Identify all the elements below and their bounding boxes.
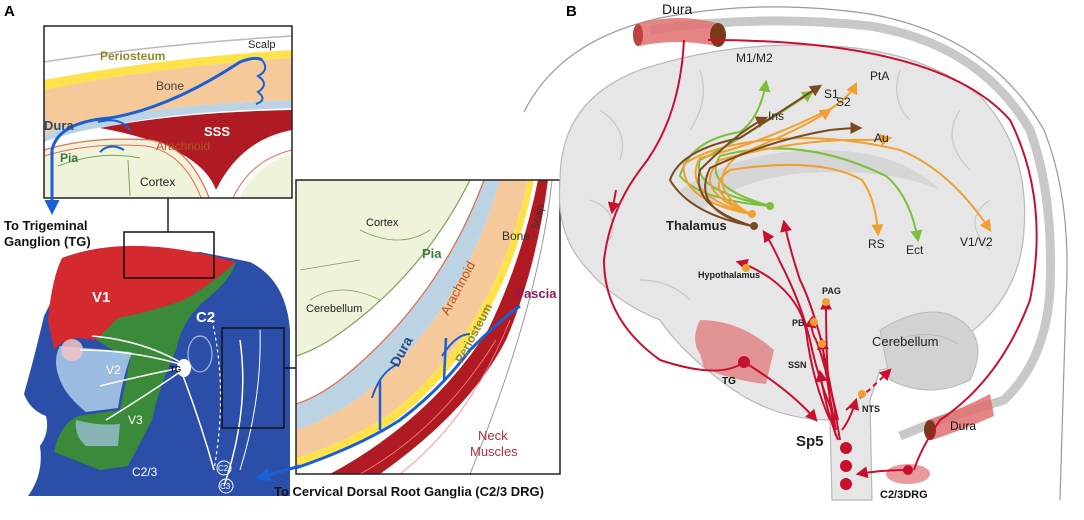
tg-ganglion-head [177, 359, 191, 377]
zoom-box-neck [221, 327, 285, 429]
label-fascia: Fascia [516, 286, 557, 301]
corpus-callosum [680, 150, 940, 210]
label-pia-right: Pia [422, 246, 442, 261]
label-s1: S1 [824, 87, 839, 101]
label-ect: Ect [906, 243, 924, 257]
label-rs: RS [868, 237, 885, 251]
mandible-bone [75, 420, 120, 446]
arrow-to-drg-caption [255, 464, 301, 482]
drg-caption: To Cervical Dorsal Root Ganglia (C2/3 DR… [274, 484, 544, 499]
label-neck-muscles-2: Muscles [470, 444, 518, 459]
label-ssn: SSN [788, 360, 807, 370]
zoom-box-vertex [123, 231, 215, 279]
skull-outline [523, 6, 1068, 501]
label-tg-b: TG [722, 376, 736, 387]
label-pb: PB [792, 318, 805, 328]
dura-sinus-top: Dura [633, 1, 726, 47]
c3-root [218, 478, 234, 494]
label-bone-right: Bone [502, 229, 530, 243]
trigeminovascular-pathways [602, 39, 1038, 479]
label-ins: Ins [768, 109, 784, 123]
label-c3-root: C3 [220, 482, 231, 491]
thalamocortical-brown [668, 84, 863, 227]
label-scalp-top: Scalp [248, 39, 276, 51]
sp5-dot-3 [840, 478, 852, 490]
label-dura-bottom-b: Dura [950, 419, 976, 433]
label-v3: V3 [128, 413, 143, 427]
panel-b-letter: B [566, 3, 577, 20]
ear [187, 335, 213, 373]
label-m1m2: M1/M2 [736, 51, 773, 65]
label-v2: V2 [106, 363, 121, 377]
label-c2-root: C2 [218, 464, 229, 473]
label-pta: PtA [870, 69, 889, 83]
label-sss: SSS [204, 124, 230, 139]
inset-top-meninges: Scalp Periosteum Bone Dura SSS Pia Arach… [43, 25, 293, 199]
thalamus-dot-orange [748, 210, 756, 218]
pb-dot [810, 318, 818, 326]
sp5-dot-1 [840, 442, 852, 454]
label-pia-top: Pia [60, 151, 78, 165]
v2-v3-region [54, 262, 236, 470]
label-sp5: Sp5 [796, 433, 824, 450]
hypothalamus-dot [742, 264, 750, 272]
neck-muscles [330, 180, 548, 474]
tg-caption-line2: Ganglion (TG) [4, 234, 91, 249]
label-periosteum-top: Periosteum [100, 49, 165, 63]
maxilla-bone [56, 346, 132, 412]
thalamus-dot-brown [750, 222, 758, 230]
label-cerebellum-right: Cerebellum [306, 303, 362, 315]
thalamocortical-orange [682, 81, 992, 237]
brain-sagittal [558, 44, 1026, 501]
v1-region [48, 245, 236, 350]
thalamus-dot-green [766, 202, 774, 210]
panel-a-letter: A [4, 3, 15, 20]
label-thalamus: Thalamus [666, 218, 727, 233]
inset-right-meninges: Cortex Pia Arachnoid Bone Scalp Cerebell… [295, 179, 561, 475]
label-tg-head: TG [170, 365, 181, 374]
label-arachnoid-top: Arachnoid [156, 139, 210, 153]
label-hypothalamus: Hypothalamus [698, 270, 760, 280]
pag-dot [822, 298, 830, 306]
label-c23: C2/3 [132, 465, 158, 479]
drg-ganglion-b: C2/3DRG [880, 464, 930, 501]
dura-layer [649, 16, 1056, 441]
ssn-dot [818, 340, 826, 348]
label-au: Au [874, 131, 889, 145]
label-nts: NTS [862, 404, 880, 414]
nts-dot [858, 390, 866, 398]
cerebellum [879, 311, 979, 391]
eye-orbit [61, 339, 83, 361]
label-bone-top: Bone [156, 79, 184, 93]
label-cerebellum-b: Cerebellum [872, 334, 938, 349]
label-v1: V1 [92, 289, 110, 306]
head-illustration: V1 C2 V2 V3 TG C2/3 C2 C3 [24, 245, 290, 496]
dura-sinus-bottom: Dura [924, 394, 994, 440]
sp5-dot-2 [840, 460, 852, 472]
label-cortex-right: Cortex [366, 217, 399, 229]
label-v1v2: V1/V2 [960, 235, 993, 249]
c2-root [216, 460, 232, 476]
label-s2: S2 [836, 95, 851, 109]
label-dura-top-b: Dura [662, 1, 693, 17]
label-dura-top: Dura [44, 118, 74, 133]
label-neck-muscles-1: Neck [478, 428, 508, 443]
label-pag: PAG [822, 286, 841, 296]
tg-caption-line1: To Trigeminal [4, 218, 88, 233]
label-drg-b: C2/3DRG [880, 489, 928, 501]
label-cortex-top: Cortex [140, 175, 175, 189]
sss-sinus [100, 110, 292, 190]
label-c2: C2 [196, 309, 215, 326]
